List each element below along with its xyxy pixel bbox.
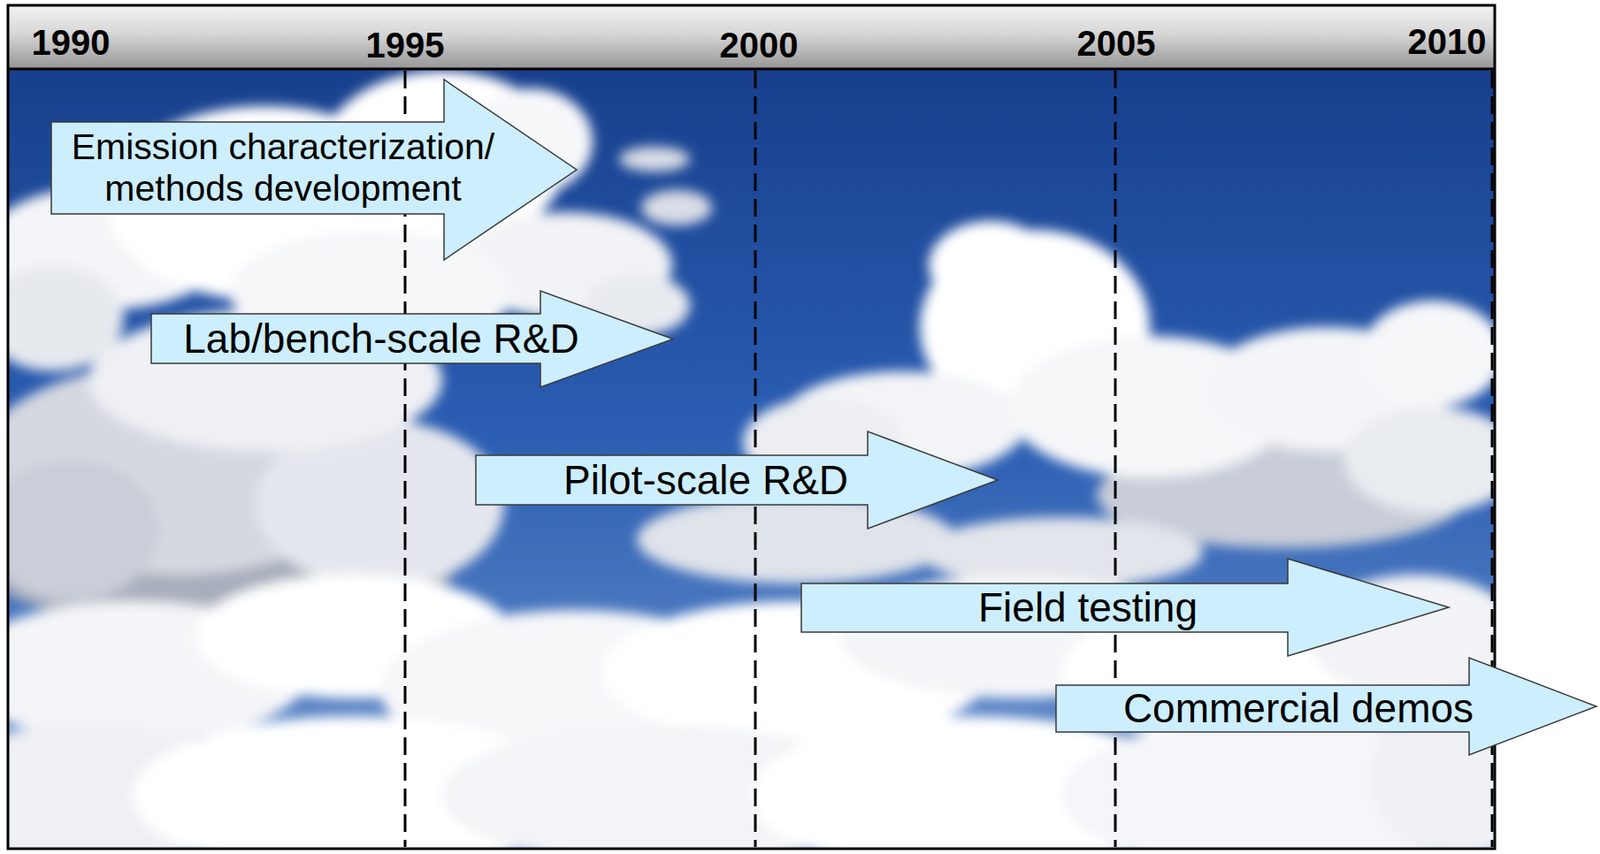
year-label: 2010	[1358, 23, 1536, 60]
year-label: 2005	[1027, 25, 1205, 62]
year-label: 1995	[316, 27, 494, 63]
phase-arrow: Lab/bench-scale R&D	[151, 290, 674, 388]
phase-label: Commercial demos	[1123, 685, 1474, 733]
year-label: 2000	[670, 27, 848, 63]
arrow-text-area: Lab/bench-scale R&D	[168, 313, 594, 364]
phase-arrow: Commercial demos	[1056, 658, 1597, 756]
year-label: 1990	[0, 24, 160, 61]
phase-label: Field testing	[978, 584, 1198, 632]
arrow-outline	[151, 290, 674, 388]
arrow-outline	[801, 558, 1449, 657]
phase-label: Emission characterization/ methods devel…	[57, 126, 509, 210]
arrow-text-area: Commercial demos	[1103, 685, 1493, 733]
frame	[7, 5, 1495, 850]
year-gridlines	[405, 70, 1493, 848]
cloud	[928, 221, 1053, 310]
phase-arrow: Emission characterization/ methods devel…	[51, 79, 577, 261]
cloud	[7, 459, 160, 602]
bar-border	[7, 68, 1495, 71]
cloud	[1362, 300, 1495, 407]
phase-arrow: Pilot-scale R&D	[475, 431, 998, 529]
sky	[7, 5, 1495, 850]
cloud	[1344, 406, 1495, 513]
cloud	[641, 190, 712, 226]
arrow-outline	[475, 431, 998, 529]
phase-label: Pilot-scale R&D	[563, 457, 849, 505]
arrow-outline	[51, 79, 577, 261]
cloud	[619, 146, 690, 172]
cloud	[7, 265, 124, 372]
arrow-text-area: Field testing	[911, 583, 1265, 633]
phase-label: Lab/bench-scale R&D	[183, 315, 579, 363]
arrow-outline	[1056, 658, 1597, 756]
phase-arrow: Field testing	[801, 558, 1449, 657]
arrow-text-area: Emission characterization/ methods devel…	[57, 122, 509, 215]
arrow-text-area: Pilot-scale R&D	[528, 455, 883, 506]
year-bar	[7, 5, 1495, 69]
